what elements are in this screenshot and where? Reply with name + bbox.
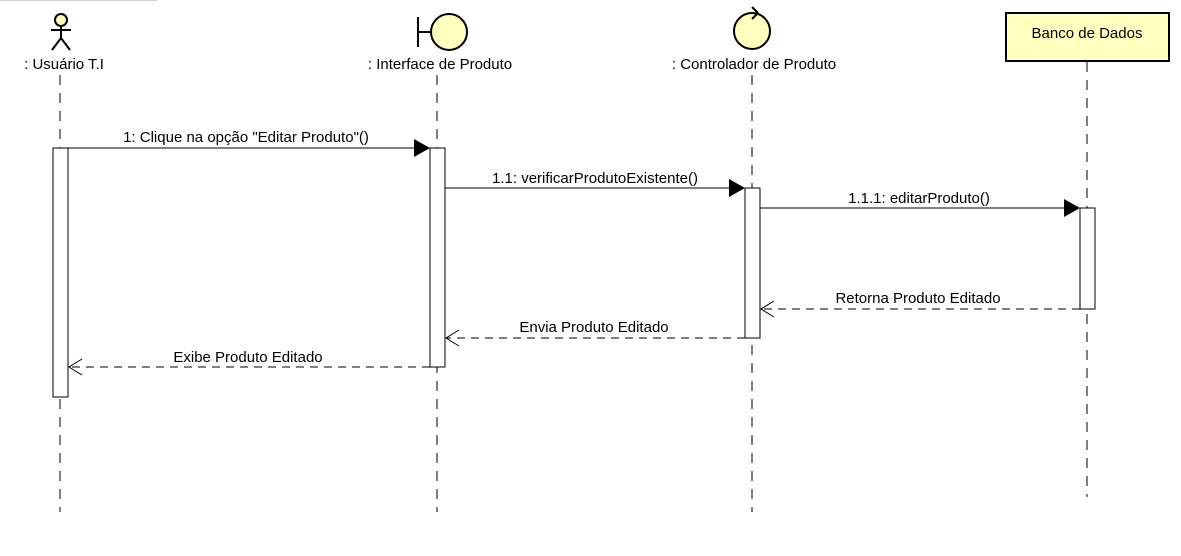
message-1-arrow (68, 139, 430, 157)
activation-usuario (52, 147, 69, 398)
control-icon (733, 6, 771, 50)
lifeline-label-controlador: : Controlador de Produto (672, 56, 836, 73)
lifeline-label-banco: Banco de Dados (1032, 25, 1143, 42)
banco-box (1005, 12, 1170, 62)
top-rule (0, 0, 157, 1)
message-1-label: 1: Clique na opção "Editar Produto"() (123, 129, 369, 146)
boundary-icon (417, 13, 468, 51)
return-retorna-label: Retorna Produto Editado (835, 290, 1000, 307)
return-retorna-arrow (760, 300, 1080, 318)
return-envia-arrow (445, 329, 745, 347)
lifeline-label-usuario: : Usuário T.I (24, 56, 104, 73)
message-1-1-arrow (445, 179, 745, 197)
lifeline-label-interface: : Interface de Produto (368, 56, 512, 73)
return-envia-label: Envia Produto Editado (519, 319, 668, 336)
message-1-1-1-label: 1.1.1: editarProduto() (848, 190, 990, 207)
message-1-1-1-arrow (760, 199, 1080, 217)
return-exibe-label: Exibe Produto Editado (173, 349, 322, 366)
message-1-1-label: 1.1: verificarProdutoExistente() (492, 170, 698, 187)
activation-interface (429, 147, 446, 368)
return-exibe-arrow (68, 358, 430, 376)
activation-banco (1079, 207, 1096, 310)
activation-controlador (744, 187, 761, 339)
actor-icon (51, 13, 71, 51)
